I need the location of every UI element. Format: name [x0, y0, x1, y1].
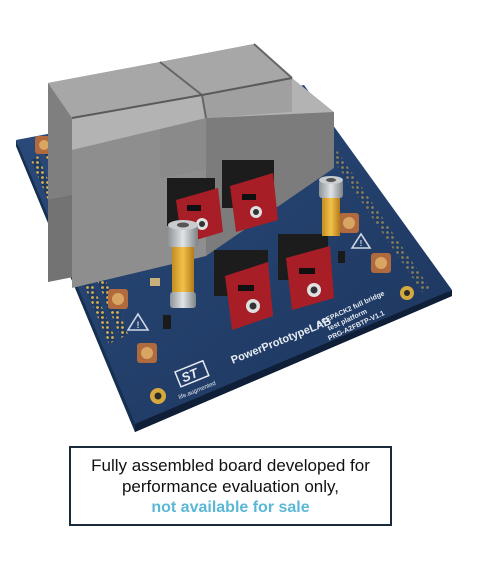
hv-warning-icon: !	[126, 312, 150, 331]
board-render: ! !	[16, 43, 452, 432]
svg-text:!: !	[137, 320, 140, 330]
pin-connector	[163, 315, 171, 329]
svg-text:ST: ST	[179, 365, 201, 386]
terminal-pad	[371, 253, 391, 273]
terminal-pads	[35, 136, 391, 363]
mounting-hole	[400, 286, 414, 300]
pin-connector	[338, 251, 345, 263]
notice-line-1: Fully assembled board developed for	[91, 455, 370, 475]
svg-text:!: !	[360, 239, 363, 248]
bnc-connector	[168, 220, 198, 308]
not-for-sale-warning: not available for sale	[151, 498, 310, 516]
terminal-pad	[108, 289, 128, 309]
mounting-hole	[150, 388, 166, 404]
driver-module	[222, 160, 278, 232]
bnc-connector	[319, 176, 343, 236]
driver-module	[214, 250, 273, 330]
smd-component	[150, 278, 160, 286]
hv-warning-icon: !	[350, 232, 372, 249]
terminal-pad	[339, 213, 359, 233]
terminal-pad	[137, 343, 157, 363]
driver-module	[278, 234, 334, 310]
notice-line-2: performance evaluation only,	[121, 476, 340, 496]
availability-notice: Fully assembled board developed for perf…	[69, 446, 392, 526]
